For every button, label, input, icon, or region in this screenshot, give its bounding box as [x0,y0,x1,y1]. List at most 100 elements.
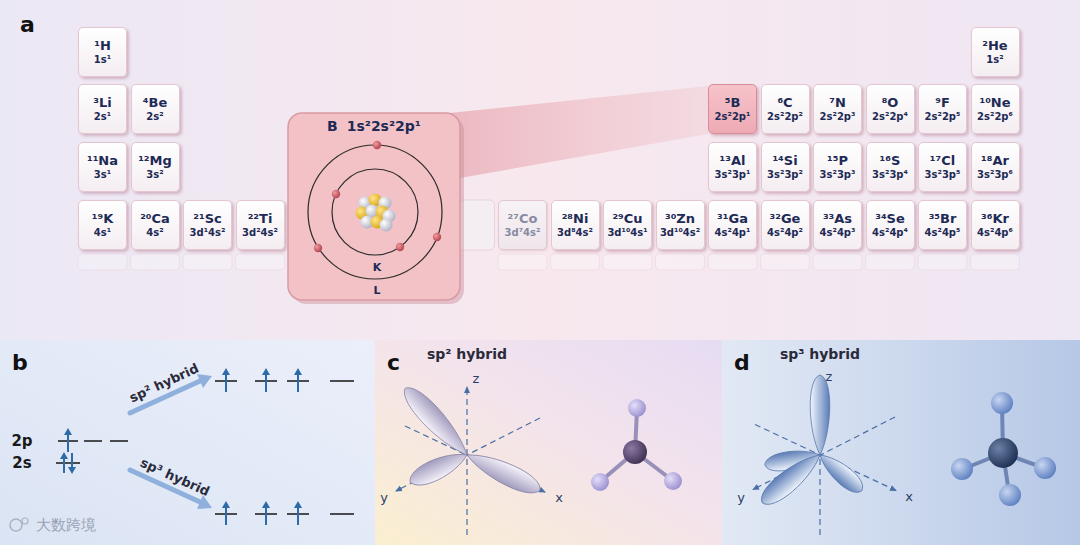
element-symbol: ⁴Be [143,95,167,111]
element-symbol: ¹⁰Ne [979,95,1010,111]
element-cell: ²He1s² [971,27,1020,77]
electron-config: 2s²2p² [767,111,803,123]
element-symbol: ¹¹Na [87,153,118,169]
element-symbol: ¹⁷Cl [930,153,955,169]
element-cell: ¹⁷Cl3s²3p⁵ [918,142,967,192]
panel-letter: b [12,350,28,375]
element-symbol: ⁸O [882,95,899,111]
callout-symbol: B [327,118,338,134]
electron-config: 2s²2p⁴ [872,111,908,123]
element-cell: ³⁰Zn3d¹⁰4s² [656,200,705,250]
panel-letter: a [20,12,35,37]
element-cell: ¹H1s¹ [78,27,127,77]
axis-label: z [473,371,480,386]
element-cell: ²⁸Ni3d⁸4s² [551,200,600,250]
electron-config: 3d¹4s² [190,227,226,239]
element-cell: ⁶C2s²2p² [761,84,810,134]
electron-config: 4s²4p⁴ [872,227,908,239]
electron-config: 2s²2p⁵ [925,111,961,123]
shell-label: L [373,284,380,297]
electron-config: 3s¹ [94,169,111,181]
axis-label: y [380,490,388,505]
electron-config: 3s²3p² [767,169,803,181]
orbital-level: 2s [12,454,31,472]
electron-config: 3s² [146,169,163,181]
element-symbol: ¹⁵P [827,153,848,169]
electron-config: 1s¹ [94,54,111,66]
element-symbol: ³⁵Br [929,211,957,227]
electron-config: 4s¹ [94,227,111,239]
hybrid-arrow-label: sp³ hybrid [138,455,212,499]
electron-config: 3d⁸4s² [557,227,593,239]
electron-config: 3s²3p⁶ [977,169,1013,181]
panel-letter: c [387,350,400,375]
panel-letter: d [734,350,750,375]
electron-config: 2s²2p³ [820,111,856,123]
element-symbol: ³Li [93,95,111,111]
element-symbol: ¹⁸Ar [981,153,1009,169]
element-cell: ¹⁹K4s¹ [78,200,127,250]
element-cell: ²⁹Cu3d¹⁰4s¹ [603,200,652,250]
element-cell: ³¹Ga4s²4p¹ [708,200,757,250]
element-cell: ²²Ti3d²4s² [236,200,285,250]
electron-config: 4s²4p² [767,227,803,239]
panel-title: sp² hybrid [427,346,507,362]
element-symbol: ⁹F [935,95,950,111]
callout-config: 1s²2s²2p¹ [347,118,421,134]
electron-config: 3s²3p⁵ [925,169,961,181]
element-cell: ³⁴Se4s²4p⁴ [866,200,915,250]
element-symbol: ¹H [94,38,111,54]
electron-config: 2s²2p¹ [715,111,751,123]
element-symbol: ²¹Sc [193,211,221,227]
element-cell: ³²Ge4s²4p² [761,200,810,250]
element-cell: ⁵B2s²2p¹ [708,84,757,134]
element-cell: ⁷N2s²2p³ [813,84,862,134]
electron-config: 4s²4p¹ [715,227,751,239]
element-cell: ⁹F2s²2p⁵ [918,84,967,134]
figure-panel: a¹H1s¹²He1s²³Li2s¹⁴Be2s²⁵B2s²2p¹⁶C2s²2p²… [0,0,1080,340]
electron-config: 3d¹⁰4s¹ [607,227,647,239]
boron-callout: B 1s²2s²2p¹ [288,113,460,300]
element-cell: ¹²Mg3s² [131,142,180,192]
element-symbol: ¹⁶S [880,153,901,169]
axis-label: y [737,490,745,505]
element-cell: ⁴Be2s² [131,84,180,134]
electron-config: 4s²4p⁶ [977,227,1013,239]
element-cell: ¹⁰Ne2s²2p⁶ [971,84,1020,134]
axis-label: z [826,369,833,384]
figure-panel: d sp³ hybrid [722,340,1080,545]
watermark: 大数跨境 [36,516,96,535]
element-cell: ¹³Al3s²3p¹ [708,142,757,192]
element-symbol: ³⁰Zn [665,211,695,227]
element-symbol: ³⁶Kr [981,211,1009,227]
element-symbol: ³³As [823,211,852,227]
electron-config: 1s² [986,54,1003,66]
hybrid-arrow-label: sp² hybrid [127,361,201,406]
element-symbol: ⁷N [829,95,846,111]
element-symbol: ²⁸Ni [562,211,589,227]
element-symbol: ³⁴Se [875,211,905,227]
element-cell: ³⁵Br4s²4p⁵ [918,200,967,250]
figure-panel: b [0,340,375,545]
axis-label: x [905,489,913,504]
element-cell: ³Li2s¹ [78,84,127,134]
element-symbol: ¹²Mg [138,153,172,169]
electron-config: 2s¹ [94,111,111,123]
axis-label: x [555,490,563,505]
element-symbol: ²⁹Cu [612,211,642,227]
element-cell: ¹⁵P3s²3p³ [813,142,862,192]
electron-config: 3d²4s² [242,227,278,239]
element-symbol: ²⁷Co [508,211,538,227]
element-cell: ¹¹Na3s¹ [78,142,127,192]
orbital-level: 2p [11,432,32,450]
element-symbol: ¹³Al [720,153,746,169]
electron-config: 4s²4p³ [820,227,856,239]
electron-config: 3d⁷4s² [505,227,541,239]
element-cell: ³³As4s²4p³ [813,200,862,250]
element-cell: ²⁰Ca4s² [131,200,180,250]
electron-config: 3s²3p³ [820,169,856,181]
element-symbol: ⁶C [777,95,792,111]
panel-title: sp³ hybrid [780,346,860,362]
